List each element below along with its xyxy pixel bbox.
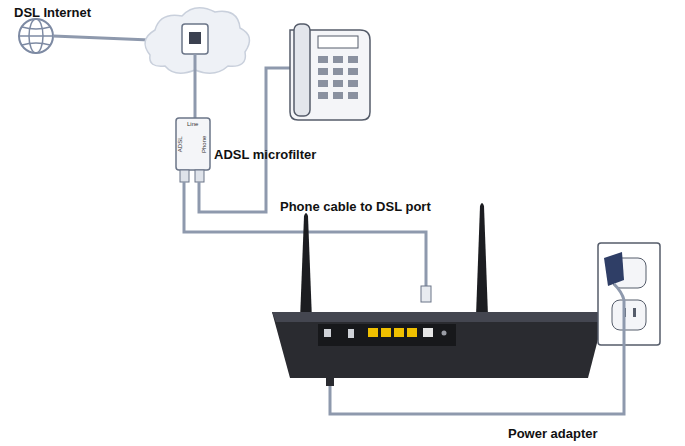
router-antennas — [300, 203, 488, 320]
rj11-plug — [421, 286, 431, 302]
router — [272, 312, 605, 378]
cable-label: Phone cable to DSL port — [280, 200, 431, 214]
telephone — [290, 24, 370, 120]
globe-icon — [19, 19, 53, 53]
dsl-line — [53, 36, 150, 40]
port-label: Phone — [201, 136, 208, 153]
part-label: Power adapter — [508, 427, 598, 441]
port-label: Line — [187, 121, 198, 128]
part-label: ADSL microfilter — [214, 148, 316, 162]
line-cable — [194, 54, 197, 118]
power-adapter — [326, 252, 624, 414]
heading-label: DSL Internet — [14, 6, 91, 20]
adsl-microfilter — [176, 118, 210, 182]
wall-cloud — [145, 8, 249, 73]
phone-cable — [199, 68, 290, 212]
port-label: ADSL — [177, 136, 184, 152]
wall-outlet — [598, 243, 660, 345]
